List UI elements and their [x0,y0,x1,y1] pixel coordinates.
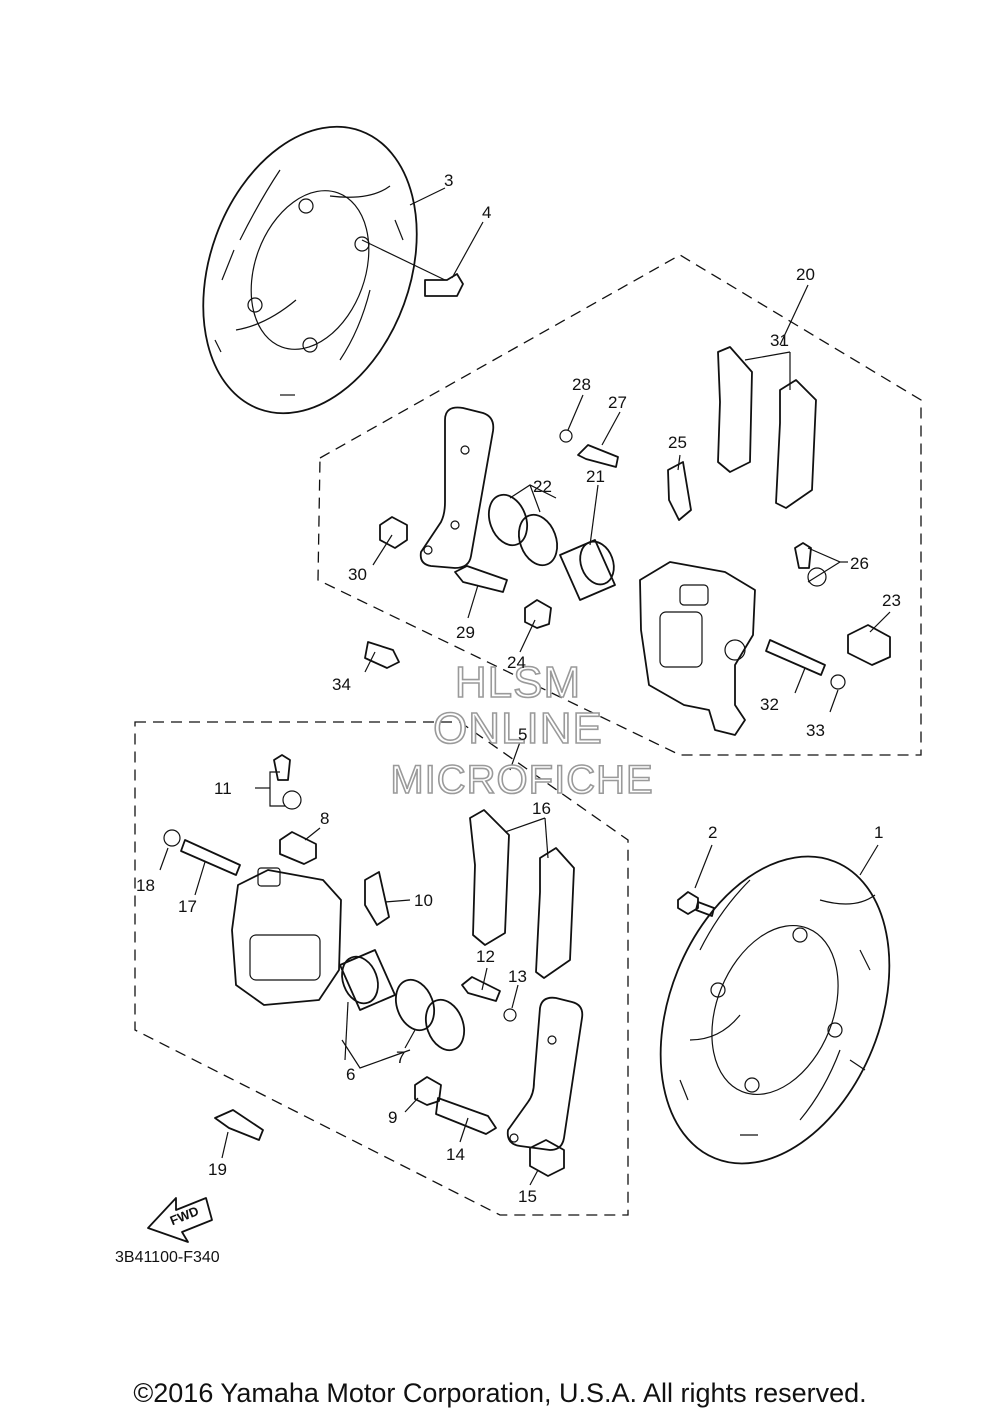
disc-bolt-lower [677,891,715,917]
pin-bolt-lower [461,976,501,1002]
callout-32: 32 [760,695,779,714]
piston-lower [339,949,396,1011]
caliper-assembly-boundary-upper [317,254,922,756]
callout-5: 5 [518,725,527,744]
callout-10: 10 [414,891,433,910]
leader-lines [159,187,891,1186]
callout-4: 4 [482,203,491,222]
fwd-label: FWD [168,1203,201,1228]
callout-16: 16 [532,799,551,818]
watermark: HLSM ONLINE MICROFICHE [390,657,654,803]
pad-spring-lower [364,871,390,926]
copyright-notice: ©2016 Yamaha Motor Corporation, U.S.A. A… [133,1378,867,1408]
caliper-bracket-upper [419,406,495,569]
bolt-34 [364,641,400,669]
caliper-body-upper [639,561,756,736]
washer-lower [503,1008,517,1022]
piston-seals-lower [394,978,466,1052]
plug-33 [830,674,846,690]
bolt-8 [279,831,317,865]
caliper-assembly-boundary-lower [134,721,629,1216]
brake-disc-upper [202,125,418,415]
callout-2: 2 [708,823,717,842]
callout-27: 27 [608,393,627,412]
callout-19: 19 [208,1160,227,1179]
callout-9: 9 [388,1108,397,1127]
watermark-line-3: MICROFICHE [390,758,653,802]
callout-28: 28 [572,375,591,394]
caliper-bracket-lower [506,996,584,1151]
callout-33: 33 [806,721,825,740]
disc-bolt-upper [361,239,464,297]
bolt-29 [454,565,508,593]
callout-3: 3 [444,171,453,190]
brake-pads-upper [717,346,817,509]
pin-32 [765,639,826,676]
callout-18: 18 [136,876,155,895]
watermark-line-1: HLSM [455,658,581,707]
callout-7: 7 [396,1048,405,1067]
pin-17 [180,839,241,876]
callout-13: 13 [508,967,527,986]
boot-24 [524,599,552,629]
callout-30: 30 [348,565,367,584]
pin-bolt-upper [577,444,619,468]
callout-22: 22 [533,477,552,496]
callout-21: 21 [586,467,605,486]
callout-17: 17 [178,897,197,916]
fwd-arrow-icon: FWD [147,1197,213,1243]
callout-8: 8 [320,809,329,828]
bolt-19 [214,1109,264,1141]
callout-25: 25 [668,433,687,452]
pad-spring-upper [667,461,692,521]
bleed-screw-upper [794,542,827,587]
callout-31: 31 [770,331,789,350]
callout-1: 1 [874,823,883,842]
bolt-14 [435,1097,497,1135]
bleed-screw-lower [273,754,302,810]
callout-15: 15 [518,1187,537,1206]
callout-24: 24 [507,653,526,672]
bolt-15 [529,1139,565,1177]
brake-pads-lower [469,809,575,979]
callout-labels: 1 2 3 4 5 6 7 8 9 10 11 12 13 14 15 16 1… [136,171,901,1206]
figure-code: 3B41100-F340 [115,1249,220,1266]
callout-12: 12 [476,947,495,966]
callout-14: 14 [446,1145,465,1164]
piston-seals-upper [487,493,559,567]
callout-6: 6 [346,1065,355,1084]
plug-18 [163,829,181,847]
bolt-23 [847,624,891,666]
callout-29: 29 [456,623,475,642]
brake-disc-lower [659,855,891,1165]
bolt-30 [379,516,408,549]
callout-23: 23 [882,591,901,610]
callout-26: 26 [850,554,869,573]
watermark-line-2: ONLINE [433,704,603,753]
callout-11: 11 [214,779,232,798]
piston-upper [559,539,616,601]
boot-9 [414,1076,442,1106]
washer-upper [559,429,573,443]
caliper-body-lower [231,867,342,1006]
callout-34: 34 [332,675,351,694]
callout-20: 20 [796,265,815,284]
